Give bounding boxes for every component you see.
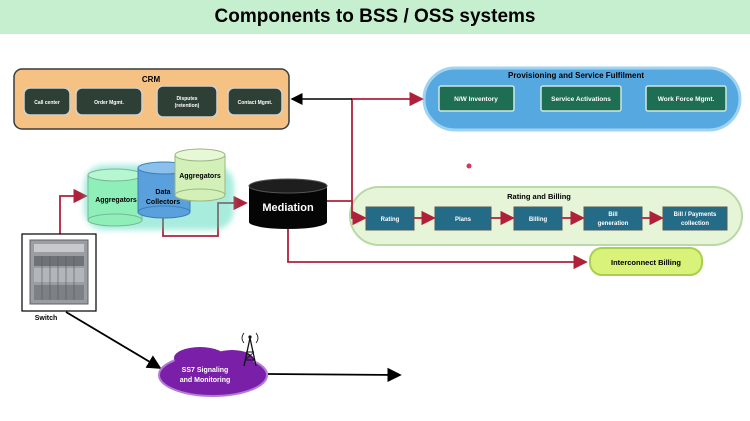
bill-generation-label-1: Bill (608, 212, 618, 218)
connector-switch-ss7 (65, 311, 162, 369)
plans-label: Plans (455, 217, 472, 223)
crm-disputes-box[interactable] (156, 85, 218, 118)
provisioning-panel: Provisioning and Service Fulfilment N/W … (422, 66, 742, 132)
connector-ss7-out (267, 367, 402, 383)
crm-call-center-box[interactable] (23, 87, 71, 116)
interconnect-billing-label: Interconnect Billing (611, 258, 681, 267)
nw-inventory-label: N/W Inventory (454, 96, 498, 103)
marker-dot (466, 163, 472, 169)
provisioning-label: Provisioning and Service Fulfilment (508, 71, 644, 80)
page-title: Components to BSS / OSS systems (214, 6, 536, 27)
rating-billing-label: Rating and Billing (507, 192, 571, 201)
data-collectors-label-2: Collectors (146, 199, 180, 206)
service-activations-label: Service Activations (551, 96, 611, 103)
bill-payments-label-1: Bill / Payments (674, 212, 717, 218)
crm-contact-mgmt-box[interactable] (227, 87, 283, 116)
bill-generation-label-2: generation (598, 221, 629, 227)
aggregators-right-label: Aggregators (179, 173, 221, 180)
connector-mediation-interconnect (287, 224, 588, 270)
connector-mediation-provisioning (327, 91, 424, 202)
crm-disputes-label: Disputes (176, 96, 197, 102)
ss7-label-1: SS7 Signaling (182, 367, 229, 374)
ss7-cloud[interactable] (158, 347, 268, 397)
interconnect-billing-box[interactable] (589, 247, 703, 276)
crm-call-center-label: Call center (34, 100, 60, 106)
crm-contact-mgmt-label: Contact Mgmt. (238, 100, 273, 106)
crm-retention-label: (retention) (175, 103, 200, 109)
mediation-label: Mediation (262, 202, 314, 214)
connector-mediation-rating (351, 201, 367, 226)
title-bar: Components to BSS / OSS systems (0, 0, 750, 34)
work-force-mgmt-label: Work Force Mgmt. (658, 96, 715, 103)
aggregators-left-label: Aggregators (95, 197, 137, 204)
rating-label: Rating (381, 217, 400, 223)
nw-inventory-box[interactable] (438, 85, 515, 112)
crm-order-mgmt-label: Order Mgmt. (94, 100, 124, 106)
aggregators-group: Aggregators Data Collectors Aggregators (84, 148, 234, 230)
data-collectors-label-1: Data (155, 189, 170, 196)
mediation-cylinder[interactable] (248, 178, 328, 229)
connector-switch-aggregators (59, 188, 88, 234)
service-activations-box[interactable] (540, 85, 622, 112)
ss7-label-2: and Monitoring (180, 377, 231, 384)
rating-billing-panel: Rating and Billing Rating Plans Billing … (349, 186, 743, 246)
crm-label: CRM (142, 75, 161, 84)
aggregators-cylinder-right[interactable] (174, 148, 226, 202)
switch-device[interactable] (21, 233, 97, 312)
crm-order-mgmt-box[interactable] (75, 87, 143, 116)
crm-panel: CRM Call center Order Mgmt. Disputes (re… (13, 68, 290, 130)
bill-payments-label-2: collection (681, 221, 709, 227)
work-force-mgmt-box[interactable] (645, 85, 727, 112)
switch-label: Switch (35, 315, 58, 322)
billing-label: Billing (529, 217, 548, 223)
tower-icon (241, 332, 259, 367)
